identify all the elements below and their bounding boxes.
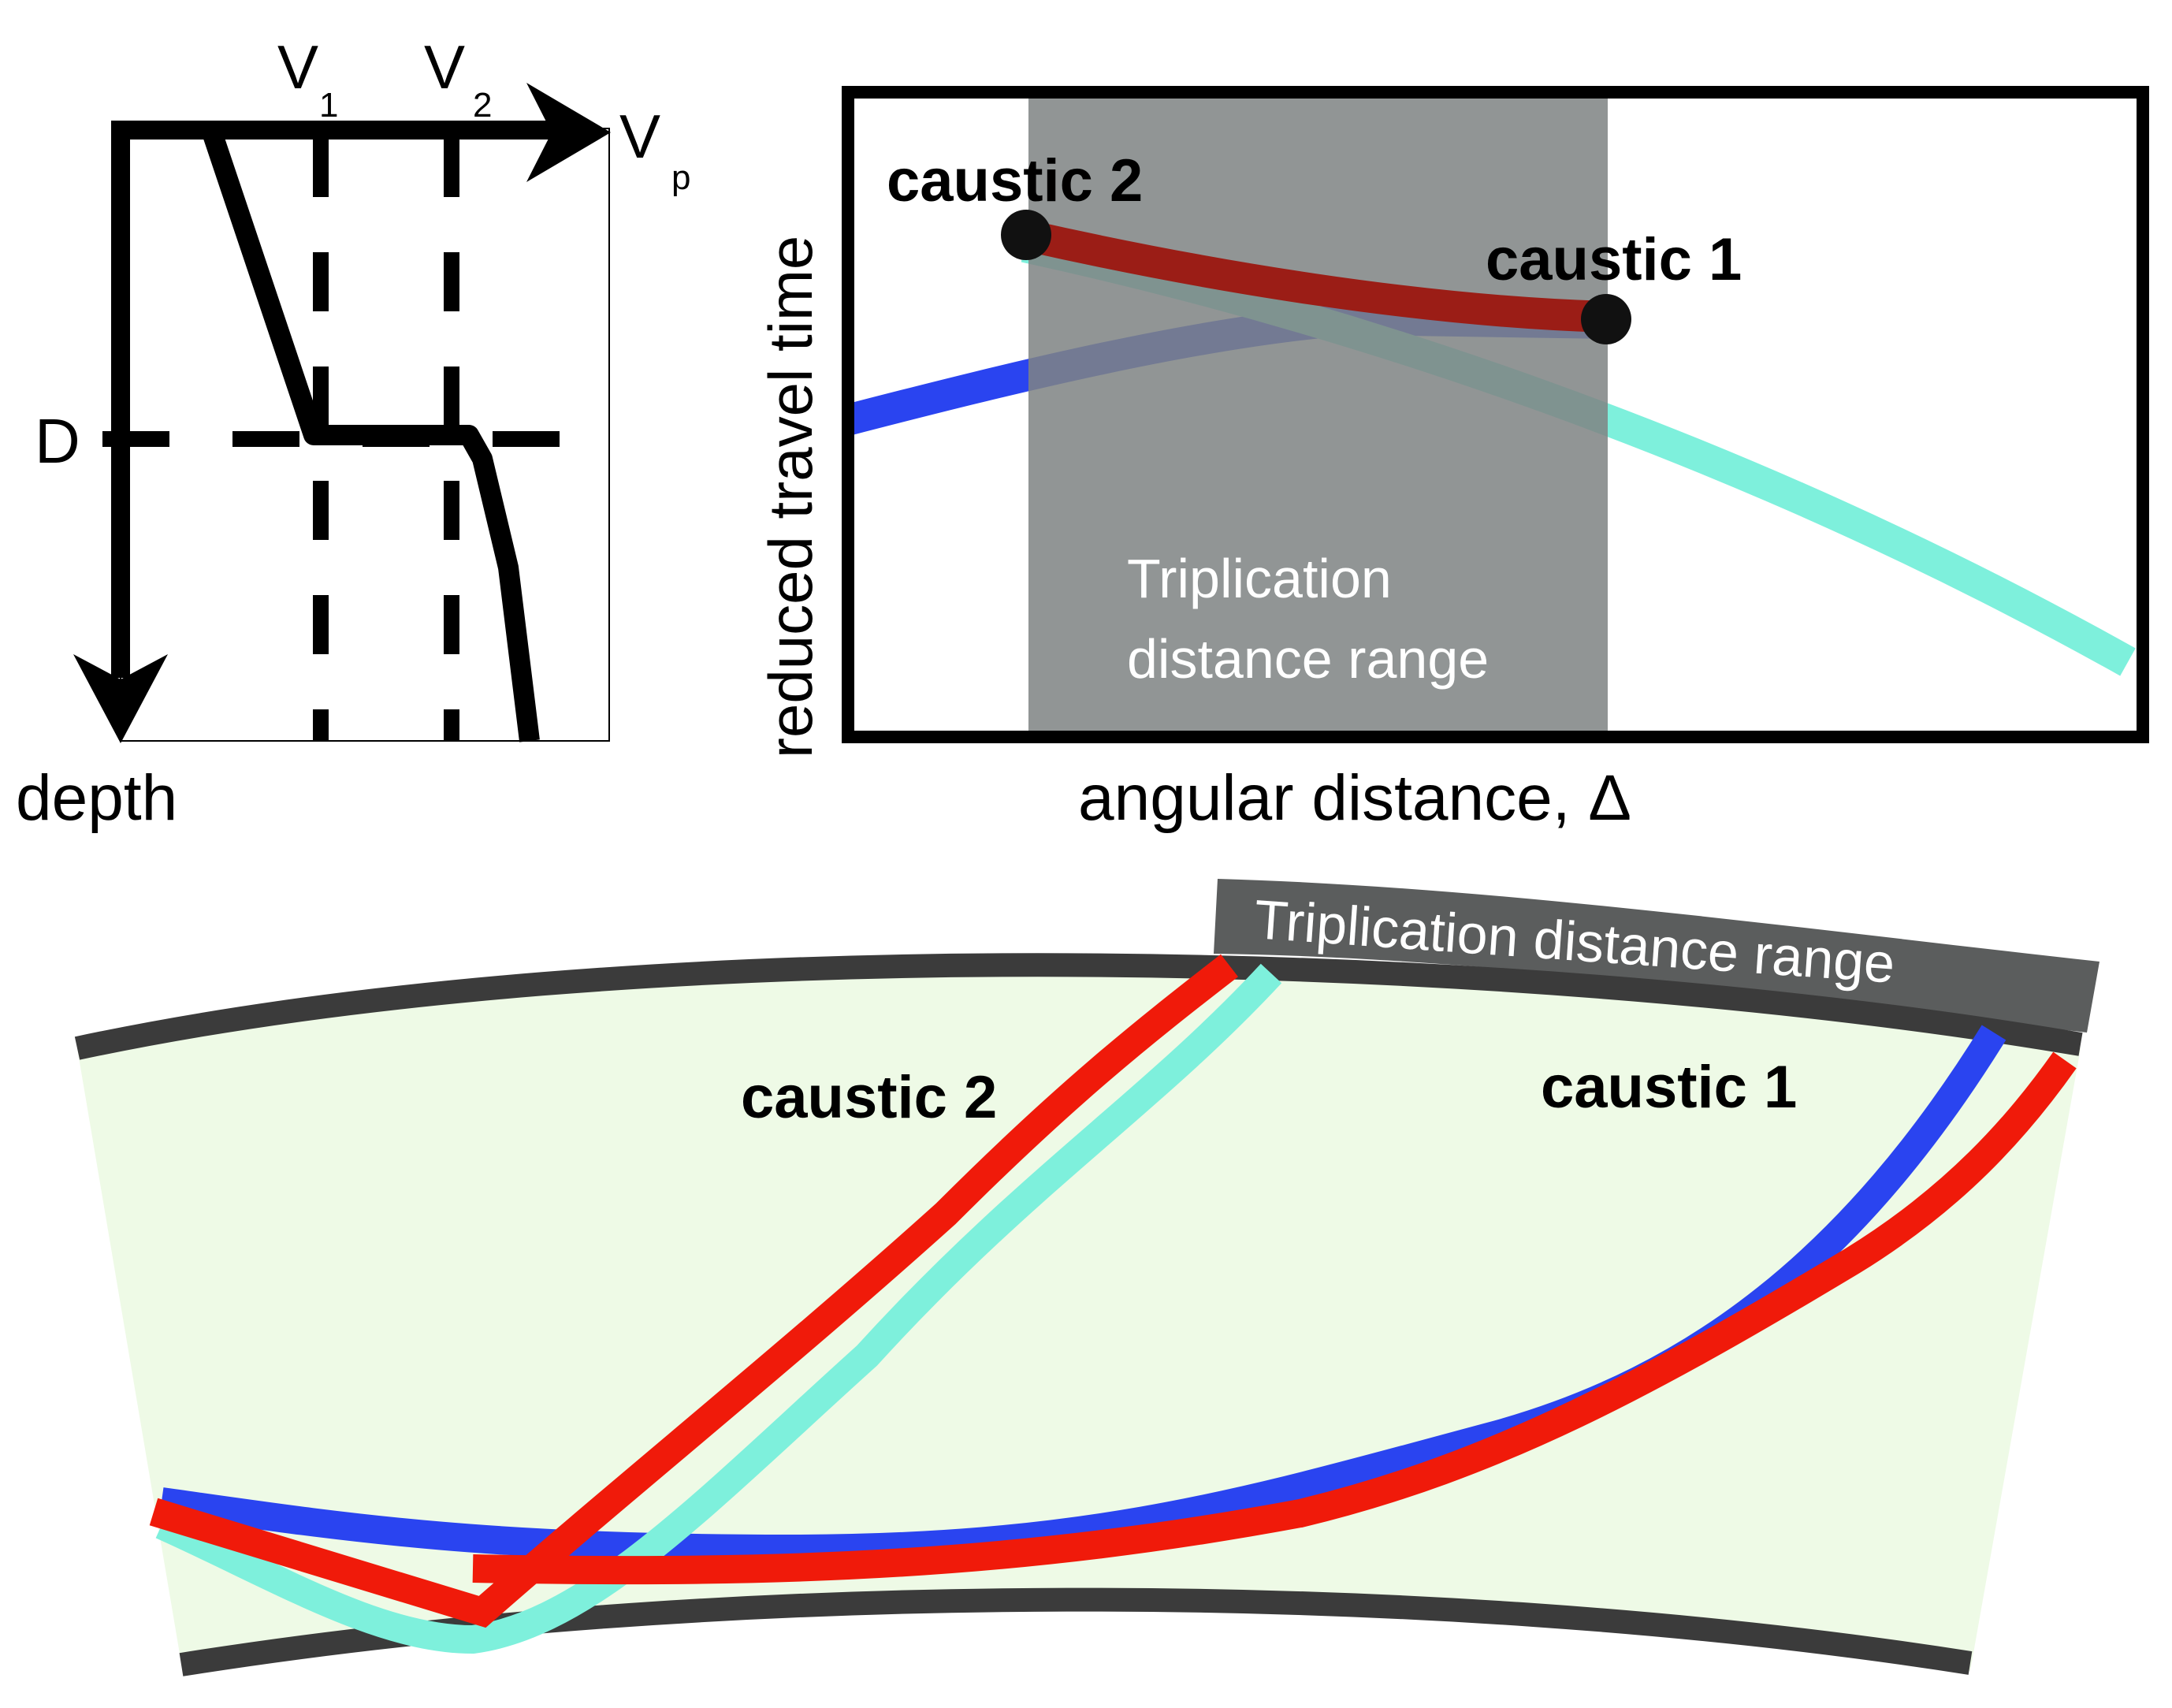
depth-axis-arrowhead (73, 654, 168, 743)
v1-label: V (277, 32, 318, 102)
ray-caustic-1-label: caustic 1 (1541, 1054, 1797, 1121)
caustic-1-label: caustic 1 (1486, 226, 1742, 293)
red-ray-path-caustic-2 (149, 954, 1239, 1628)
caustic-2-point (1001, 210, 1051, 260)
v1-subscript: 1 (319, 86, 338, 125)
travel-time-panel: caustic 2 caustic 1 Triplication distanc… (756, 86, 2149, 834)
ray-caustic-2-label: caustic 2 (741, 1064, 997, 1131)
velocity-profile (201, 126, 540, 742)
ray-path-panel: Triplication distance range caustic 2 ca… (74, 879, 2099, 1676)
depth-label: depth (16, 762, 177, 834)
red-branch-curve (1021, 219, 1609, 333)
caustic-2-label: caustic 2 (887, 147, 1143, 214)
caustic-1-point (1581, 294, 1631, 344)
triplication-label-line2: distance range (1127, 628, 1489, 690)
velocity-axis-arrowhead (526, 83, 611, 182)
v2-subscript: 2 (473, 86, 492, 125)
surface-band (1214, 879, 2099, 1033)
cyan-ray-path (155, 963, 1282, 1654)
x-axis-label: angular distance, Δ (1078, 762, 1631, 834)
mantle-wedge (77, 965, 2081, 1671)
d-label: D (35, 406, 80, 476)
vp-subscript: p (671, 158, 690, 197)
surface-boundary (74, 953, 2083, 1060)
velocity-depth-panel: V 1 V 2 V p D depth (16, 32, 690, 834)
vp-label: V (619, 102, 660, 171)
triplication-label-line1: Triplication (1127, 548, 1392, 609)
red-ray-path-caustic-1 (472, 1051, 2077, 1585)
triplication-shade (1028, 93, 1608, 735)
y-axis-label: reduced travel time (756, 236, 825, 758)
v2-label: V (424, 32, 465, 102)
travel-time-frame (842, 86, 2149, 743)
